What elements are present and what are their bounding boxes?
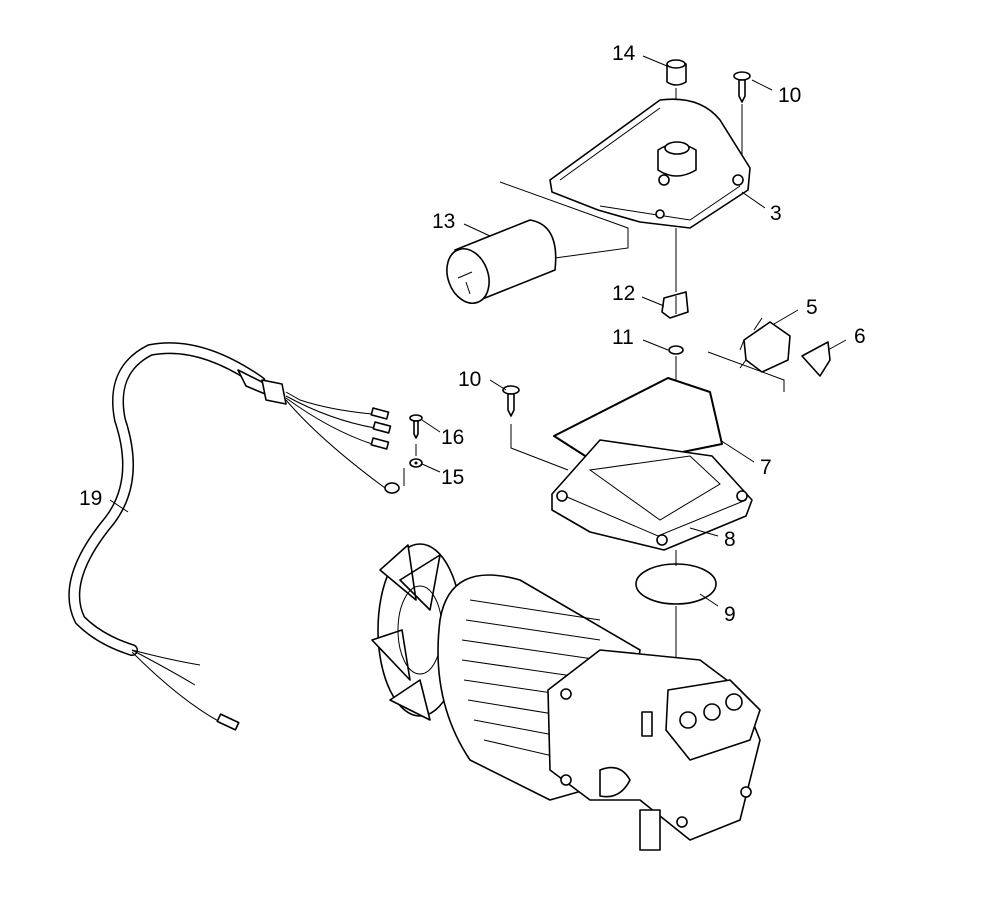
label-3: 3	[770, 202, 782, 225]
label-13: 13	[432, 210, 455, 233]
part-8-housing	[551, 439, 753, 551]
label-10-top: 10	[778, 84, 801, 107]
part-15-washer	[403, 444, 423, 486]
label-15: 15	[441, 466, 464, 489]
label-9: 9	[724, 603, 736, 626]
label-11: 11	[612, 326, 634, 349]
part-6-plate	[801, 341, 831, 377]
pump-head	[547, 649, 761, 851]
part-13-capacitor	[446, 181, 629, 304]
label-8: 8	[724, 528, 736, 551]
part-16-screw	[409, 414, 423, 439]
part-10-screw-mid	[502, 385, 569, 471]
label-10-mid: 10	[458, 368, 481, 391]
label-6: 6	[854, 325, 866, 348]
leader-lines	[109, 55, 847, 607]
label-16: 16	[441, 426, 464, 449]
label-19: 19	[79, 487, 102, 510]
part-3-cover	[549, 98, 751, 229]
part-14-cap	[666, 59, 687, 140]
label-5: 5	[806, 296, 818, 319]
part-12-clip	[661, 228, 689, 319]
label-12: 12	[612, 282, 635, 305]
part-19-cable	[68, 342, 400, 731]
part-5-microswitch	[707, 317, 791, 392]
label-14: 14	[612, 42, 636, 65]
label-7: 7	[760, 456, 772, 479]
